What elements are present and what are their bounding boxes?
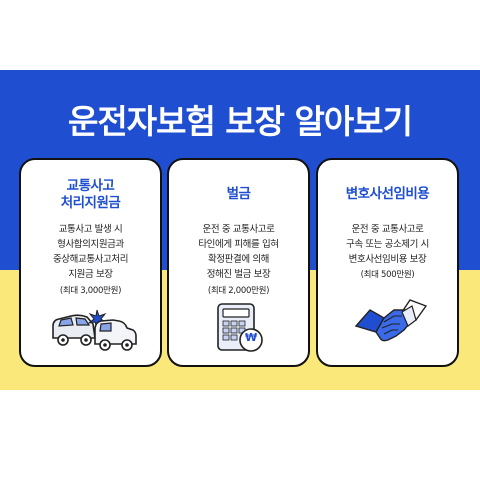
- card-title-line: 교통사고: [66, 178, 115, 194]
- card-desc-line: 지원금 보장: [68, 269, 113, 280]
- card-desc-line: 정해진 벌금 보장: [206, 269, 271, 280]
- card-desc-line: 운전 중 교통사고로: [202, 224, 275, 235]
- card-max-amount: (최대 500만원): [360, 270, 415, 280]
- handshake-icon: [354, 296, 428, 356]
- card-desc-line: 중상해교통사고처리: [52, 254, 129, 265]
- card-desc-line: 확정판결에 의해: [208, 254, 269, 265]
- card-description: 운전 중 교통사고로 구속 또는 공소제기 시 변호사선임비용 보장: [318, 222, 457, 267]
- card-accident-support: 교통사고 처리지원금 교통사고 발생 시 형사합의지원금과 중상해교통사고처리 …: [19, 158, 162, 367]
- won-symbol: ₩: [245, 331, 258, 344]
- card-title: 벌금: [226, 186, 251, 202]
- card-description: 교통사고 발생 시 형사합의지원금과 중상해교통사고처리 지원금 보장: [21, 222, 160, 282]
- card-max-amount: (최대 3,000만원): [59, 286, 122, 296]
- card-description: 운전 중 교통사고로 타인에게 피해를 입혀 확정판결에 의해 정해진 벌금 보…: [169, 222, 308, 282]
- card-title: 변호사선임비용: [345, 186, 430, 202]
- calculator-won-icon: ₩: [216, 302, 266, 358]
- card-title-line: 처리지원금: [60, 195, 121, 211]
- card-title: 교통사고 처리지원금: [21, 178, 160, 212]
- card-lawyer-fee: 변호사선임비용 운전 중 교통사고로 구속 또는 공소제기 시 변호사선임비용 …: [316, 158, 459, 367]
- page-title: 운전자보험 보장 알아보기: [68, 102, 413, 141]
- card-desc-line: 운전 중 교통사고로: [351, 224, 424, 235]
- card-desc-line: 교통사고 발생 시: [58, 224, 123, 235]
- card-fine: 벌금 운전 중 교통사고로 타인에게 피해를 입혀 확정판결에 의해 정해진 벌…: [167, 158, 310, 367]
- card-desc-line: 구속 또는 공소제기 시: [346, 239, 429, 250]
- card-desc-line: 변호사선임비용 보장: [348, 254, 427, 265]
- card-desc-line: 타인에게 피해를 입혀: [198, 239, 279, 250]
- card-max-amount: (최대 2,000만원): [207, 286, 270, 296]
- car-crash-icon: [49, 306, 139, 358]
- card-desc-line: 형사합의지원금과: [57, 239, 124, 250]
